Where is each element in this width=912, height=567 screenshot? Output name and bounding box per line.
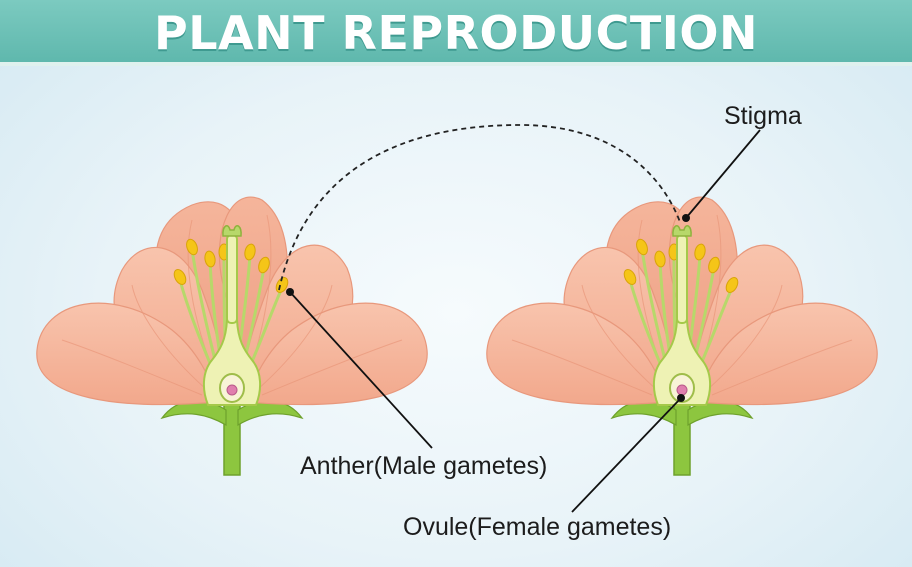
anther-label: Anther(Male gametes) — [300, 452, 547, 480]
right-flower — [487, 197, 877, 475]
stigma-pointer-dot — [682, 214, 690, 222]
ovule-label: Ovule(Female gametes) — [403, 513, 671, 541]
left-flower — [37, 197, 427, 475]
stigma-pointer-line — [686, 130, 760, 218]
anther-pointer-dot — [286, 288, 294, 296]
ovule-pointer-dot — [677, 394, 685, 402]
stigma-label: Stigma — [724, 102, 802, 130]
